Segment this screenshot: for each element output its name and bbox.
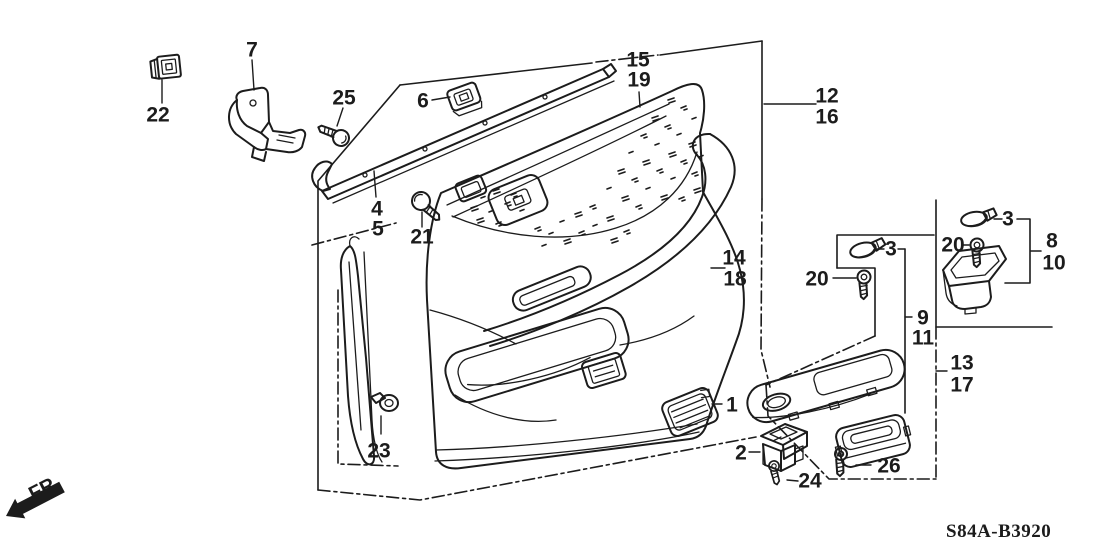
callout-16: 16 bbox=[815, 105, 839, 129]
switch-2-drawing bbox=[760, 423, 808, 472]
screw-25-drawing bbox=[317, 124, 350, 147]
door-pocket-drawing bbox=[444, 306, 630, 404]
clip-22-drawing bbox=[149, 53, 182, 80]
sub-switch-housing-drawing bbox=[834, 414, 912, 468]
callout-17: 17 bbox=[950, 373, 974, 397]
callout-11: 11 bbox=[911, 326, 935, 350]
switch-plate-drawing bbox=[746, 348, 906, 424]
switch-blank-drawing bbox=[581, 352, 627, 390]
callout-25: 25 bbox=[332, 86, 356, 110]
callout-18: 18 bbox=[723, 267, 747, 291]
sash-garnish-drawing bbox=[339, 236, 383, 466]
weatherstrip-drawing bbox=[311, 63, 617, 204]
vent-grille-1-drawing bbox=[661, 387, 719, 437]
bracket-7-drawing bbox=[228, 86, 307, 162]
callout-20-right: 20 bbox=[941, 233, 965, 257]
callout-13: 13 bbox=[950, 351, 974, 375]
screw-24-drawing bbox=[768, 460, 781, 486]
phantom-boundary-lines bbox=[311, 40, 1053, 501]
callout-6: 6 bbox=[417, 89, 429, 113]
callout-24: 24 bbox=[798, 469, 822, 493]
callout-5: 5 bbox=[372, 217, 384, 241]
armrest-drawing bbox=[454, 132, 736, 347]
clip-6-drawing bbox=[446, 81, 483, 117]
callout-8: 8 bbox=[1046, 229, 1058, 253]
upholstery-texture-speckles bbox=[470, 97, 704, 247]
callout-19: 19 bbox=[627, 68, 651, 92]
callout-23: 23 bbox=[367, 439, 391, 463]
clip-3-right-drawing bbox=[960, 207, 998, 228]
callout-20-left: 20 bbox=[805, 267, 829, 291]
callout-10: 10 bbox=[1042, 251, 1066, 275]
screw-20-left-drawing bbox=[856, 269, 872, 301]
callout-3-right: 3 bbox=[1002, 207, 1014, 231]
clip-3-left-drawing bbox=[849, 237, 887, 259]
screw-20-right-drawing bbox=[969, 237, 985, 269]
callout-3-left: 3 bbox=[885, 237, 897, 261]
callout-22: 22 bbox=[146, 103, 170, 127]
callout-26: 26 bbox=[877, 454, 901, 478]
callout-12: 12 bbox=[815, 84, 839, 108]
grommet-23-drawing bbox=[370, 392, 399, 412]
callout-15: 15 bbox=[626, 48, 650, 72]
leader-lines bbox=[161, 59, 1003, 482]
texture-speckles-path bbox=[470, 97, 704, 247]
callout-1: 1 bbox=[726, 393, 738, 417]
callout-2: 2 bbox=[735, 441, 747, 465]
door-lining-panel-drawing bbox=[425, 83, 745, 470]
diagram-part-code: S84A-B3920 bbox=[946, 521, 1052, 542]
callout-4: 4 bbox=[371, 197, 383, 221]
callout-21: 21 bbox=[410, 225, 434, 249]
screw-21-drawing bbox=[411, 191, 441, 222]
callout-7: 7 bbox=[246, 38, 258, 62]
front-direction-arrow: FR. bbox=[6, 471, 65, 519]
callout-9: 9 bbox=[917, 306, 929, 330]
callout-14: 14 bbox=[722, 246, 746, 270]
door-pull-pocket-drawing bbox=[942, 245, 1007, 315]
